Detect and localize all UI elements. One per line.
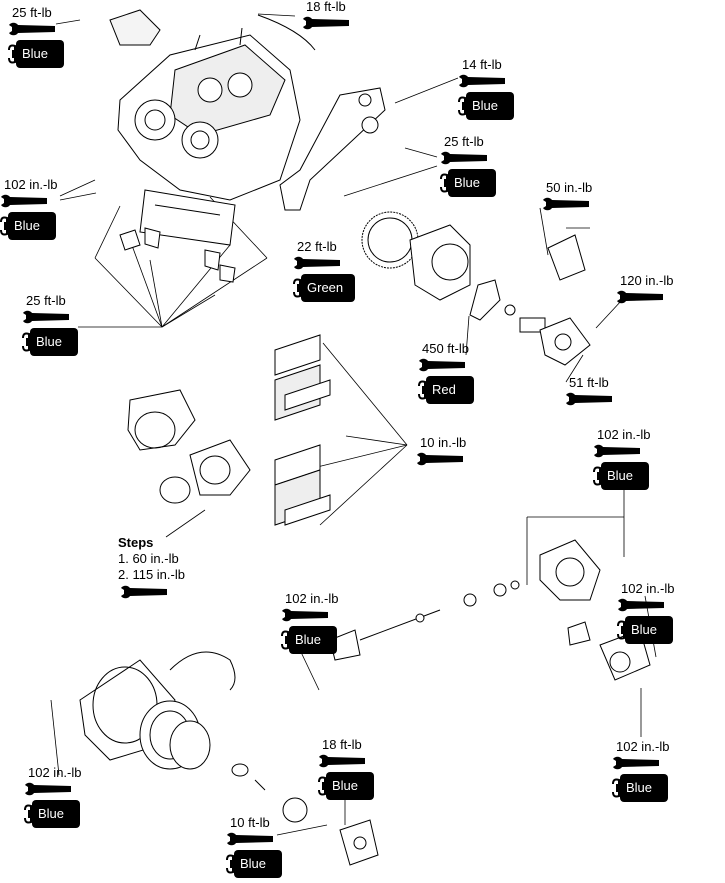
threadlocker-color-label: Blue [22,46,49,61]
wrench-icon [617,290,663,304]
threadlocker-color-label: Blue [295,632,322,647]
wrench-icon [303,16,349,30]
torque-value: 25 ft-lb [26,293,66,308]
recoil-starter [79,651,379,866]
ring-gear-and-drive [361,211,591,366]
wrench-icon [594,444,640,458]
wrench-icon [417,452,463,466]
torque-callout-c11: 51 ft-lb [566,375,612,406]
torque-callout-c8: 120 in.-lb [617,273,674,304]
threadlocker-tag-icon: Blue [316,772,376,805]
wrench-icon [459,74,505,88]
torque-value: 102 in.-lb [4,177,58,192]
torque-value: 51 ft-lb [569,375,609,390]
torque-callout-c6: 50 in.-lb [543,180,593,211]
steps-title: Steps [118,535,154,550]
threadlocker-color-label: Blue [240,856,267,871]
threadlocker-color-label: Blue [607,468,634,483]
wrench-icon [566,392,612,406]
wrench-icon [543,197,589,211]
torque-value: 102 in.-lb [597,427,651,442]
torque-value: 102 in.-lb [285,591,339,606]
wrench-icon [419,358,465,372]
steps-line-1: 1. 60 in.-lb [118,551,179,566]
threadlocker-tag-icon: Blue [279,626,339,659]
threadlocker-tag-icon: Blue [20,328,80,361]
threadlocker-tag-icon: Red [416,376,476,409]
threadlocker-color-label: Blue [36,334,63,349]
water-pump [329,539,651,681]
steps-line-2: 2. 115 in.-lb [118,567,185,582]
torque-value: 50 in.-lb [546,180,593,195]
torque-callout-c2: 18 ft-lb [303,0,349,30]
wrench-icon [1,194,47,208]
threadlocker-tag-icon: Blue [22,800,82,833]
wrench-icon [282,608,328,622]
torque-value: 14 ft-lb [462,57,502,72]
wrench-icon [25,782,71,796]
threadlocker-color-label: Blue [626,780,653,795]
reed-valves [274,334,331,526]
threadlocker-tag-icon: Blue [0,212,58,245]
torque-value: 450 ft-lb [422,341,469,356]
torque-value: 102 in.-lb [616,739,670,754]
threadlocker-color-label: Blue [631,622,658,637]
threadlocker-tag-icon: Blue [6,40,66,73]
torque-value: 22 ft-lb [297,239,337,254]
torque-value: 102 in.-lb [28,765,82,780]
torque-value: 18 ft-lb [322,737,362,752]
torque-value: 10 ft-lb [230,815,270,830]
engine-block [109,9,316,201]
threadlocker-color-label: Blue [332,778,359,793]
exhaust-bracket [279,87,386,211]
threadlocker-tag-icon: Blue [224,850,284,883]
threadlocker-color-label: Blue [454,175,481,190]
wrench-icon [618,598,664,612]
engine-mount-plate [119,189,236,283]
wrench-icon [23,310,69,324]
wrench-icon [9,22,55,36]
threadlocker-color-label: Blue [14,218,41,233]
threadlocker-color-label: Green [307,280,344,295]
threadlocker-tag-icon: Blue [591,462,651,495]
torque-value: 25 ft-lb [12,5,52,20]
torque-callout-c12: 10 in.-lb [417,435,467,466]
threadlocker-tag-icon: Blue [615,616,675,649]
threadlocker-color-label: Red [432,382,456,397]
threadlocker-tag-icon: Blue [438,169,498,202]
threadlocker-color-label: Blue [38,806,65,821]
torque-value: 10 in.-lb [420,435,467,450]
torque-value: 102 in.-lb [621,581,675,596]
wrench-icon [319,754,365,768]
steps-wrench-icon [118,585,170,599]
wrench-icon [441,151,487,165]
threadlocker-color-label: Blue [472,98,499,113]
intake-manifold [127,389,251,504]
torque-value: 25 ft-lb [444,134,484,149]
torque-value: 18 ft-lb [306,0,346,14]
torque-value: 120 in.-lb [620,273,674,288]
wrench-icon [227,832,273,846]
wrench-icon [294,256,340,270]
threadlocker-tag-icon: Green [291,274,357,307]
threadlocker-tag-icon: Blue [610,774,670,807]
wrench-icon [613,756,659,770]
threadlocker-tag-icon: Blue [456,92,516,125]
